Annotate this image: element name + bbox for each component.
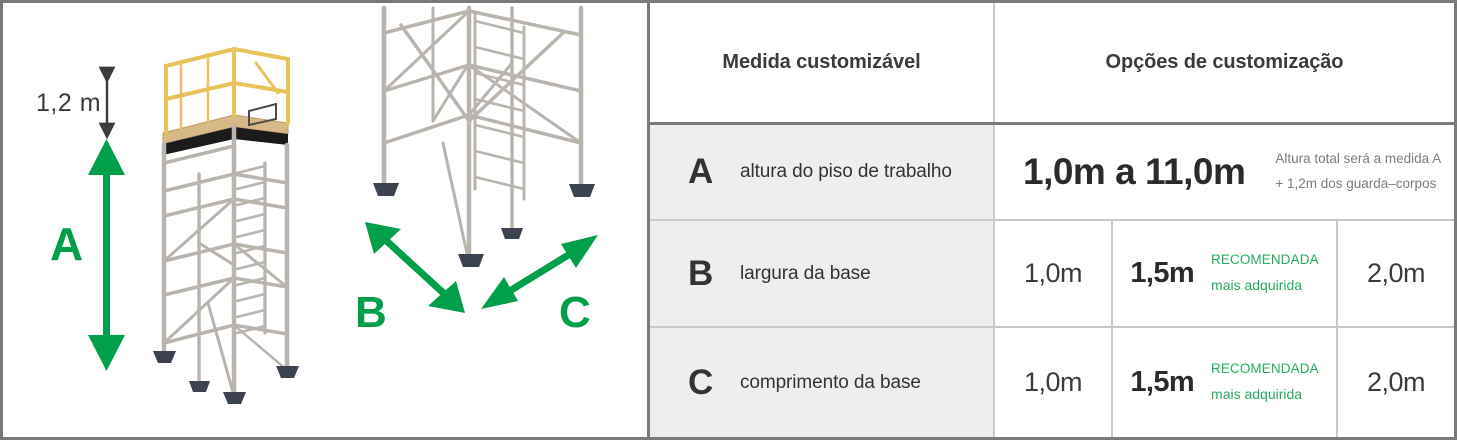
row-label-b: largura da base <box>740 262 871 284</box>
table-header-row: Medida customizável Opções de customizaç… <box>650 3 1454 125</box>
options-cell-a: 1,0m a 11,0m Altura total será a medida … <box>995 125 1454 219</box>
recommended-badge-b: RECOMENDADA mais adquirida <box>1211 248 1319 299</box>
option-c-2[interactable]: 1,5m RECOMENDADA mais adquirida <box>1113 328 1338 437</box>
measure-cell-a: A altura do piso de trabalho <box>650 125 995 219</box>
scaffold-ladder <box>235 161 267 335</box>
header-cell-options: Opções de customização <box>995 3 1454 122</box>
header-cell-measure: Medida customizável <box>650 3 995 122</box>
row-label-a: altura do piso de trabalho <box>740 161 952 182</box>
table-row-a: A altura do piso de trabalho 1,0m a 11,0… <box>650 125 1454 221</box>
option-b-2[interactable]: 1,5m RECOMENDADA mais adquirida <box>1113 221 1338 326</box>
base-ladder <box>473 11 526 201</box>
recommended-badge-b-bottom: mais adquirida <box>1211 277 1303 294</box>
base-posts <box>381 5 584 266</box>
option-b-2-value: 1,5m <box>1130 256 1195 289</box>
scaffold-guardrail <box>164 46 290 135</box>
recommended-badge-c-top: RECOMENDADA <box>1211 361 1319 377</box>
row-label-c: comprimento da base <box>740 371 921 393</box>
option-c-2-value: 1,5m <box>1130 365 1195 398</box>
option-c-1[interactable]: 1,0m <box>995 328 1113 437</box>
scaffold-drawings <box>88 5 598 404</box>
scaffold-tower-base-view <box>373 5 595 267</box>
option-b-1[interactable]: 1,0m <box>995 221 1113 326</box>
customization-table: Medida customizável Opções de customizaç… <box>650 0 1457 440</box>
option-note-a-line2: + 1,2m dos guarda–corpos <box>1275 176 1437 191</box>
table-row-b: B largura da base 1,0m 1,5m RECOMENDADA … <box>650 221 1454 328</box>
illustration-label-b: B <box>355 288 387 337</box>
guardrail-height-label: 1,2 m <box>36 89 102 117</box>
option-note-a: Altura total será a medida A + 1,2m dos … <box>1275 147 1441 197</box>
option-b-3[interactable]: 2,0m <box>1338 221 1454 326</box>
scaffold-hatch <box>248 102 277 127</box>
recommended-badge-b-top: RECOMENDADA <box>1211 252 1319 268</box>
header-measure-label: Medida customizável <box>722 51 921 73</box>
table-row-c: C comprimento da base 1,0m 1,5m RECOMEND… <box>650 328 1454 437</box>
option-b-3-value: 2,0m <box>1366 258 1426 288</box>
options-cell-b: 1,0m 1,5m RECOMENDADA mais adquirida 2,0… <box>995 221 1454 326</box>
illustration-label-a: A <box>50 218 84 270</box>
measure-cell-b: B largura da base <box>650 221 995 326</box>
row-letter-a: A <box>688 152 714 191</box>
height-arrow-a <box>88 139 125 371</box>
option-note-a-line1: Altura total será a medida A <box>1275 151 1442 167</box>
recommended-badge-c-bottom: mais adquirida <box>1211 386 1303 403</box>
base-plates-view <box>373 183 595 267</box>
width-arrow-b <box>365 222 465 313</box>
illustration-label-c: C <box>559 288 591 337</box>
option-b-1-value: 1,0m <box>1023 258 1083 288</box>
option-range-a: 1,0m a 11,0m <box>1023 151 1246 192</box>
option-c-3-value: 2,0m <box>1366 367 1426 397</box>
scaffold-diagonals <box>162 197 289 398</box>
recommended-badge-c: RECOMENDADA mais adquirida <box>1211 357 1319 408</box>
scaffold-base-plates <box>153 351 299 404</box>
option-c-1-value: 1,0m <box>1023 367 1083 397</box>
scaffold-tower-elevation <box>153 46 299 404</box>
row-letter-c: C <box>688 362 714 402</box>
options-cell-c: 1,0m 1,5m RECOMENDADA mais adquirida 2,0… <box>995 328 1454 437</box>
length-arrow-c <box>481 235 598 309</box>
scaffold-illustration-panel: 1,2 m A B C <box>0 0 650 440</box>
measure-cell-c: C comprimento da base <box>650 328 995 437</box>
option-c-3[interactable]: 2,0m <box>1338 328 1454 437</box>
header-options-label: Opções de customização <box>1105 51 1344 73</box>
row-letter-b: B <box>688 253 714 293</box>
